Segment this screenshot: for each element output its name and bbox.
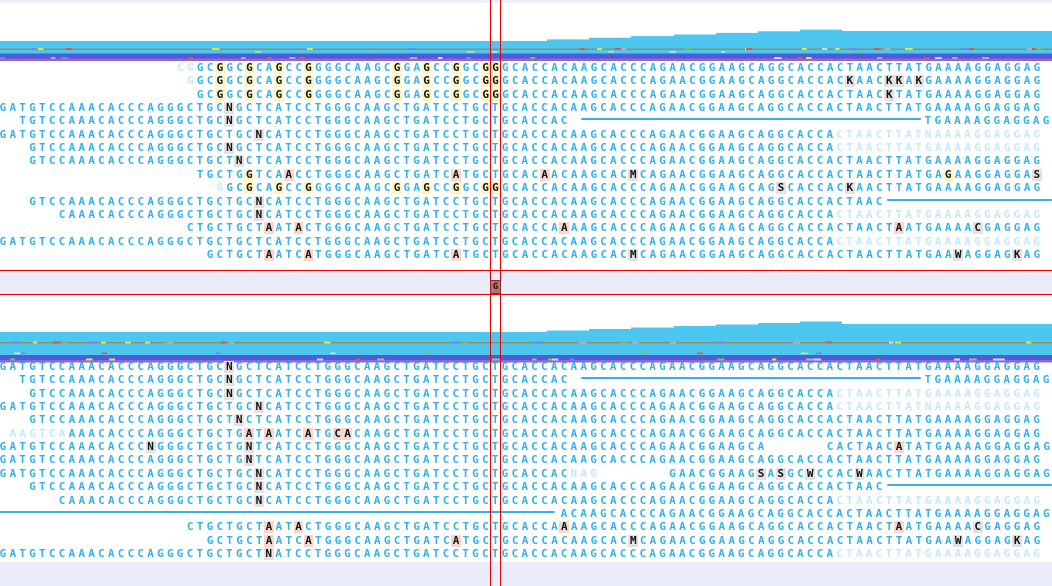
read-gap-line	[581, 377, 921, 380]
strip	[0, 0, 1052, 3]
selected-base-marker: G	[490, 280, 501, 294]
strip	[0, 271, 1052, 294]
read-gap-line	[0, 510, 555, 513]
crosshair-horizontal-line-2	[0, 294, 1052, 295]
strip	[0, 562, 1052, 586]
read-gap-line	[581, 118, 921, 121]
read-gap-line	[887, 198, 1052, 201]
read-gap-line	[887, 484, 1052, 487]
crosshair-horizontal-line-1	[0, 270, 1052, 271]
